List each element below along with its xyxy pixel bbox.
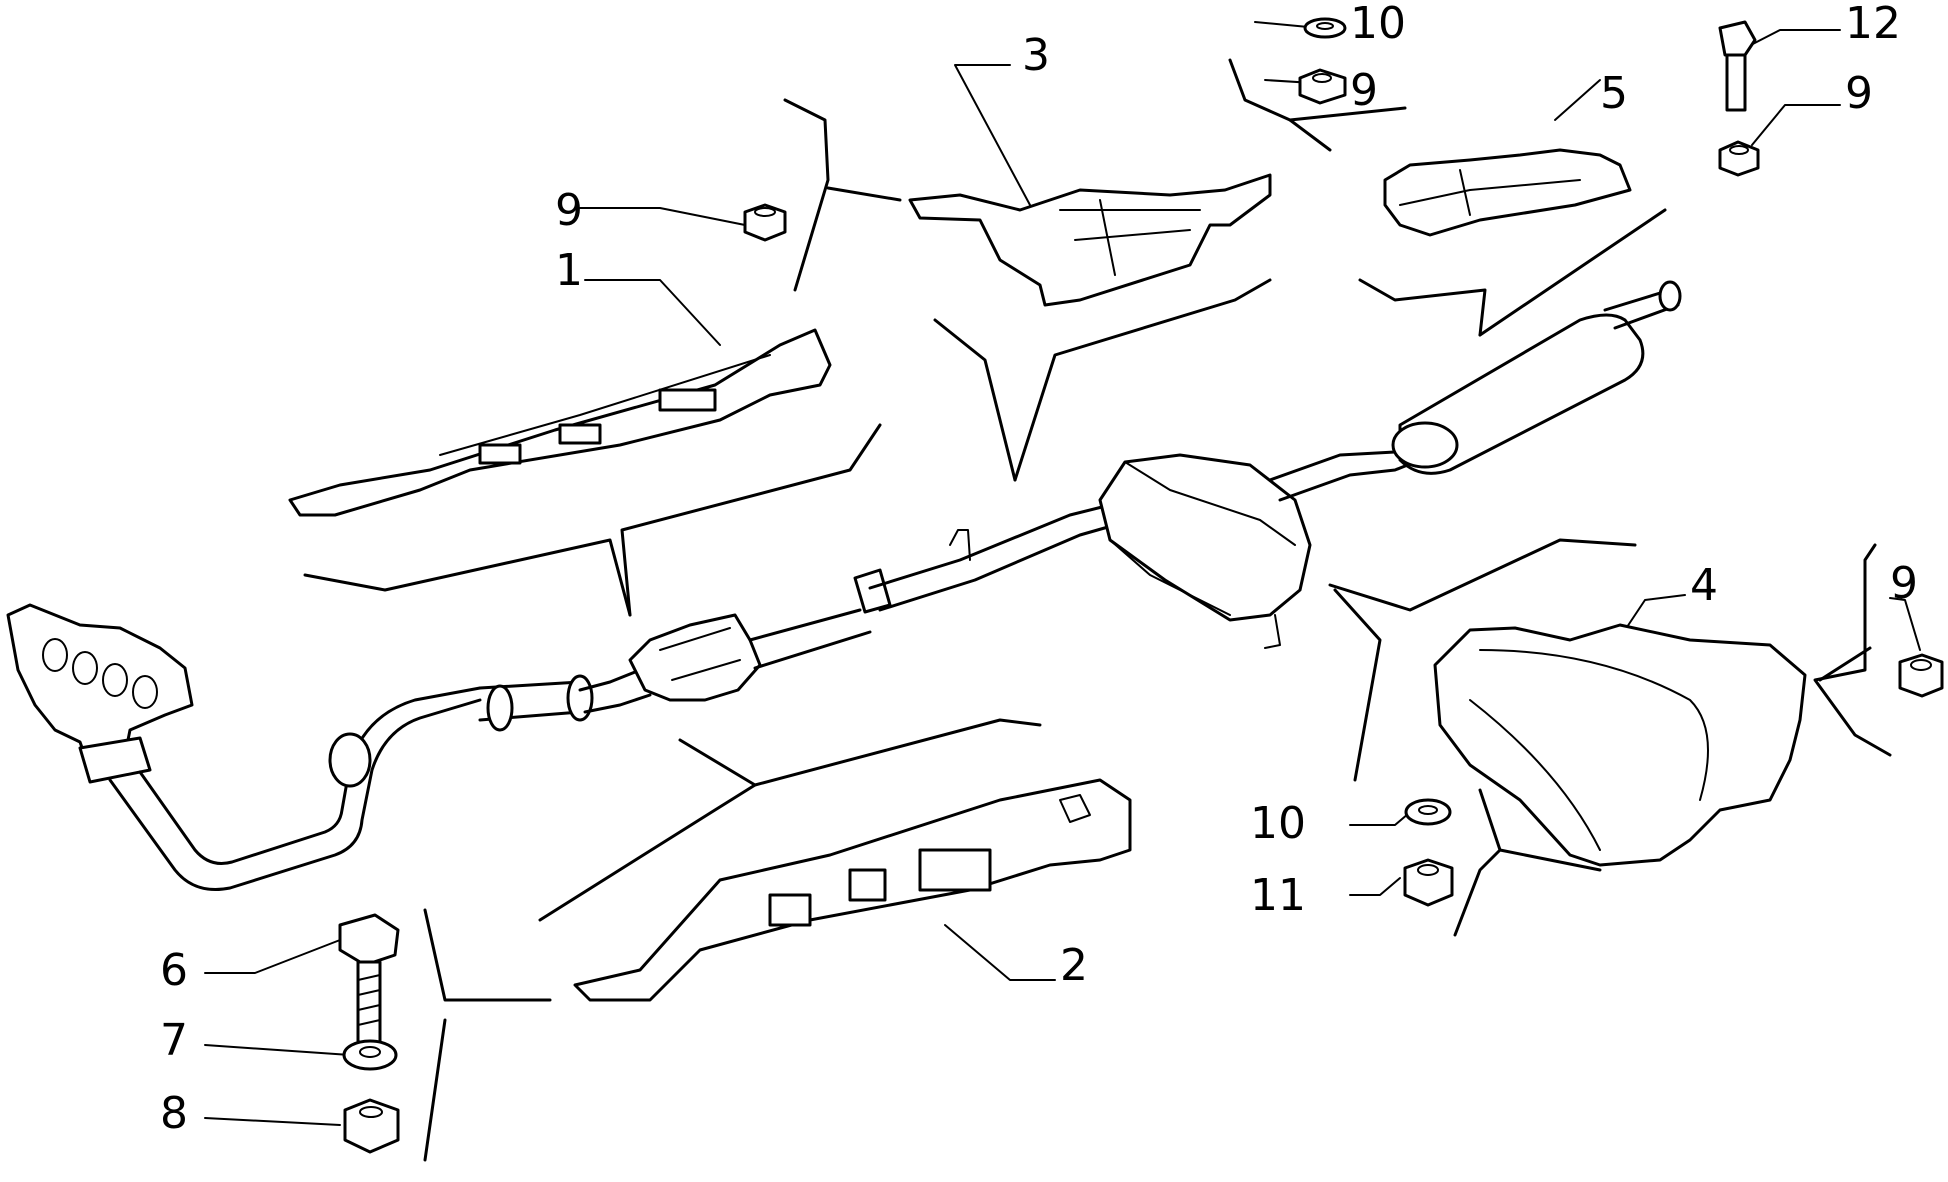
nut-8 — [343, 1098, 400, 1154]
washer-10-bottom — [1404, 798, 1452, 826]
callout-5: 5 — [1600, 68, 1628, 119]
rear-silencer — [1268, 280, 1682, 502]
callout-9-left: 9 — [555, 185, 583, 236]
catalytic-converter — [628, 568, 892, 702]
callout-8: 8 — [160, 1088, 188, 1139]
nut-9-right — [1898, 653, 1944, 698]
heat-shield-3 — [908, 173, 1272, 307]
bolt-6 — [338, 913, 400, 1044]
nut-9-top-right — [1718, 140, 1760, 177]
callout-9-top-right: 9 — [1845, 68, 1873, 119]
centre-silencer — [1098, 453, 1312, 649]
callout-1: 1 — [555, 245, 583, 296]
nut-9-top — [1298, 68, 1347, 105]
callout-4: 4 — [1690, 560, 1718, 611]
heat-shield-2 — [573, 778, 1132, 1002]
mid-pipe — [868, 503, 1117, 612]
fasteners — [338, 17, 1944, 1154]
washer-10-top — [1303, 17, 1347, 39]
washer-7 — [342, 1039, 398, 1071]
callout-6: 6 — [160, 945, 188, 996]
callout-12: 12 — [1845, 0, 1901, 49]
callout-9-right: 9 — [1890, 558, 1918, 609]
nut-11 — [1403, 858, 1454, 907]
downpipe — [108, 668, 652, 892]
callout-7: 7 — [160, 1015, 188, 1066]
callout-10-bottom: 10 — [1250, 798, 1306, 849]
callout-labels: 9 1 3 10 9 5 12 9 4 9 6 7 8 2 10 11 — [160, 0, 1918, 1139]
callout-10-top: 10 — [1350, 0, 1406, 49]
callout-9-top: 9 — [1350, 65, 1378, 116]
group-brackets — [303, 58, 1892, 1162]
callout-2: 2 — [1060, 940, 1088, 991]
nut-9-left — [743, 203, 787, 242]
callout-11: 11 — [1250, 870, 1306, 921]
bolt-12 — [1718, 20, 1757, 112]
heat-shield-5 — [1383, 148, 1632, 237]
heat-shield-1 — [288, 328, 832, 517]
heat-shield-4 — [1433, 623, 1807, 867]
callout-3: 3 — [1022, 30, 1050, 81]
exhaust-manifold — [6, 603, 194, 784]
